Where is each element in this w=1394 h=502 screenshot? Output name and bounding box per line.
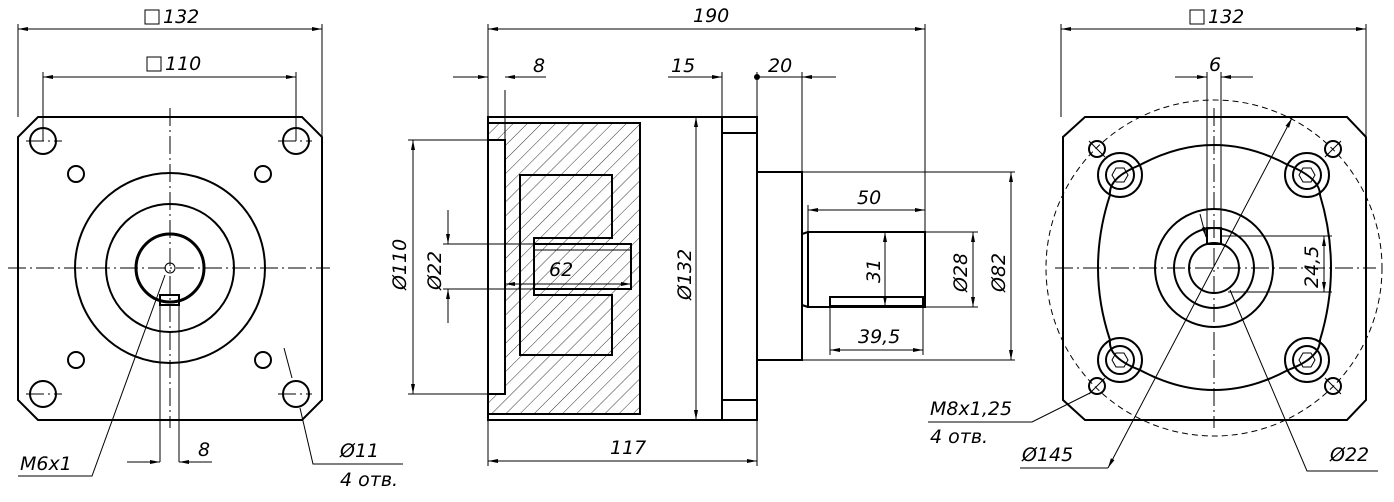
hole-dia-11: Ø11	[339, 440, 379, 462]
pcd-leader	[1107, 117, 1293, 469]
m6-leader	[18, 274, 166, 477]
dim-24-5: 24,5	[1301, 246, 1323, 288]
hole-count: 4 отв.	[340, 469, 398, 491]
inner-cavity	[519, 174, 613, 356]
rear-view: 6 132 24,5 M8x1,25 4 отв. Ø145 Ø22	[928, 6, 1383, 472]
dim-50: 50	[857, 187, 881, 209]
shaft-key	[829, 296, 924, 307]
front-view: 132 110 8 M6x1 Ø11 4 отв.	[8, 6, 403, 491]
dim-dia-82: Ø82	[988, 253, 1010, 293]
dim-62: 62	[549, 259, 573, 281]
dim-117: 117	[610, 437, 646, 459]
threaded-holes	[1088, 140, 1342, 395]
thread-m6: M6x1	[20, 453, 72, 475]
thread-m8: M8x1,25	[930, 398, 1012, 420]
center-thread-hole	[164, 262, 176, 274]
m8-leader	[928, 391, 1093, 423]
dim-39-5: 39,5	[858, 326, 900, 348]
key	[159, 294, 180, 306]
dim-dia-22: Ø22	[424, 251, 446, 291]
dim-dia-22-rear: Ø22	[1329, 444, 1369, 466]
dim-15: 15	[671, 55, 695, 77]
side-view: 190 8 15 20 Ø110 Ø22 62 Ø132 117 50 31 Ø…	[389, 5, 1015, 466]
dim-190: 190	[693, 5, 729, 27]
dim-key-6: 6	[1209, 54, 1221, 76]
square-symbol-icon	[1189, 9, 1205, 25]
dim-8: 8	[533, 55, 545, 77]
inner-hub-circle	[105, 203, 235, 333]
dim-dia-132: Ø132	[674, 249, 696, 301]
rear-flange-outline	[1062, 116, 1367, 421]
dim-110: 110	[165, 53, 201, 75]
dim-dia-28: Ø28	[950, 253, 972, 293]
hub	[756, 171, 803, 361]
flange-outline	[17, 116, 323, 421]
dim-31: 31	[863, 259, 885, 283]
bore-leader	[1229, 289, 1378, 472]
bore	[533, 243, 632, 290]
dim-dia-110: Ø110	[389, 239, 411, 291]
flange	[721, 116, 758, 421]
dim-key-8: 8	[198, 439, 210, 461]
square-symbol-icon	[146, 56, 162, 72]
outer-hub-circle	[74, 172, 266, 364]
dim-132: 132	[163, 6, 199, 28]
rear-hub-inner	[1173, 227, 1255, 309]
dim-20: 20	[768, 55, 792, 77]
small-holes	[67, 165, 272, 369]
hole-leader	[299, 407, 403, 465]
rear-dim-132: 132	[1208, 6, 1244, 28]
square-symbol-icon	[144, 9, 160, 25]
dim-dia-145: Ø145	[1021, 444, 1073, 466]
rear-hole-count: 4 отв.	[930, 426, 988, 448]
shaft-circle	[134, 232, 206, 304]
